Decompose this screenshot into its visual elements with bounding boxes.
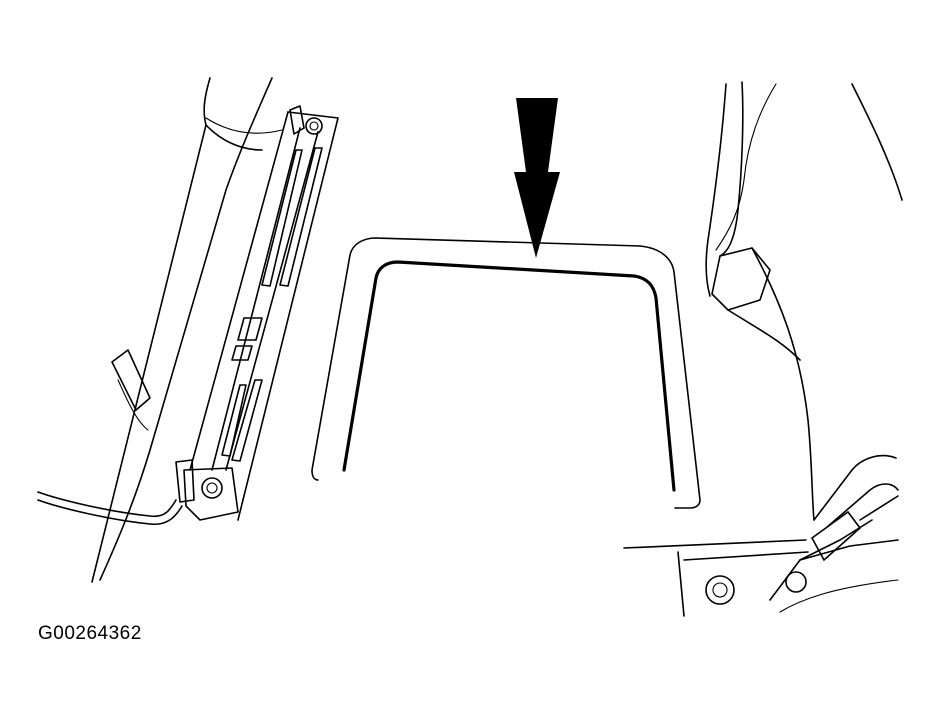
figure-id-label: G00264362 xyxy=(38,623,142,644)
right-seat-side xyxy=(623,81,903,617)
left-seat-track xyxy=(37,77,339,583)
down-arrow-icon xyxy=(514,98,560,258)
console-opening xyxy=(311,237,701,509)
